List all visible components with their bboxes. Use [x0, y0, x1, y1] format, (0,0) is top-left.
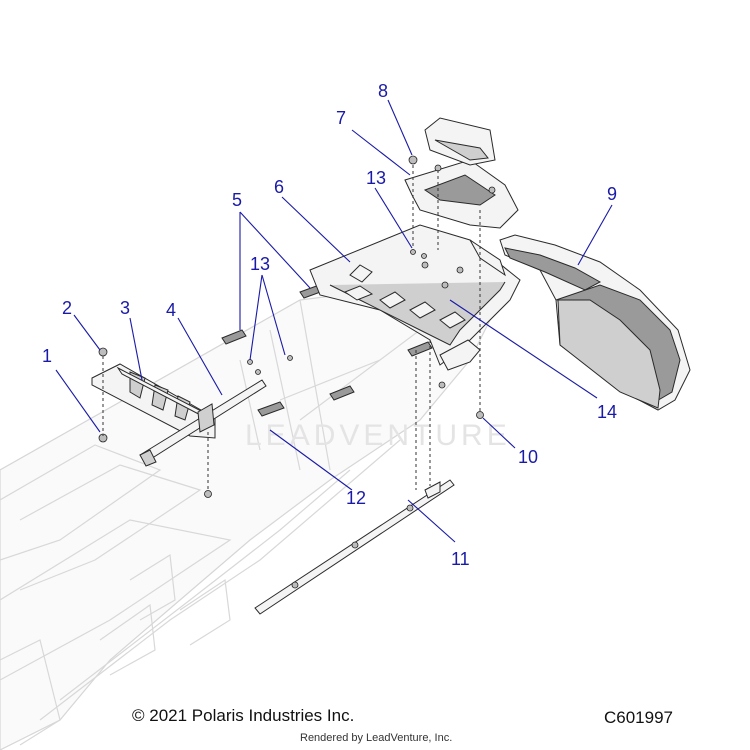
callout-5: 5 [232, 190, 242, 210]
callout-4: 4 [166, 300, 176, 320]
callout-9: 9 [607, 184, 617, 204]
callout-10: 10 [518, 447, 538, 467]
part-6-rear-frame [309, 224, 521, 371]
part-12-pads [257, 341, 433, 417]
callout-11: 11 [451, 549, 470, 569]
leader-lines [55, 99, 613, 543]
callout-3: 3 [120, 298, 130, 318]
assembly-lines [102, 165, 481, 492]
callout-8: 8 [378, 81, 388, 101]
fasteners [98, 155, 496, 498]
callout-13-lower: 13 [250, 254, 270, 274]
callout-2: 2 [62, 298, 72, 318]
callout-12: 12 [346, 488, 366, 508]
copyright-text: © 2021 Polaris Industries Inc. [132, 706, 355, 725]
part-4-rail [139, 379, 267, 467]
callout-labels: 1 2 3 4 5 6 7 8 9 10 11 12 13 13 14 [42, 81, 617, 569]
callout-6: 6 [274, 177, 284, 197]
rendered-by-text: Rendered by LeadVenture, Inc. [300, 732, 453, 744]
callout-13-upper: 13 [366, 168, 386, 188]
part-11-trim-strip [254, 479, 455, 615]
part-9-side-flap [499, 234, 691, 411]
diagram-code: C601997 [604, 708, 674, 727]
watermark-text: LEADVENTURE [245, 419, 511, 452]
callout-14: 14 [597, 402, 617, 422]
callout-7: 7 [336, 108, 346, 128]
part-7-upper-bracket [404, 117, 519, 229]
callout-1: 1 [42, 346, 52, 366]
chassis-ghost [0, 284, 501, 750]
